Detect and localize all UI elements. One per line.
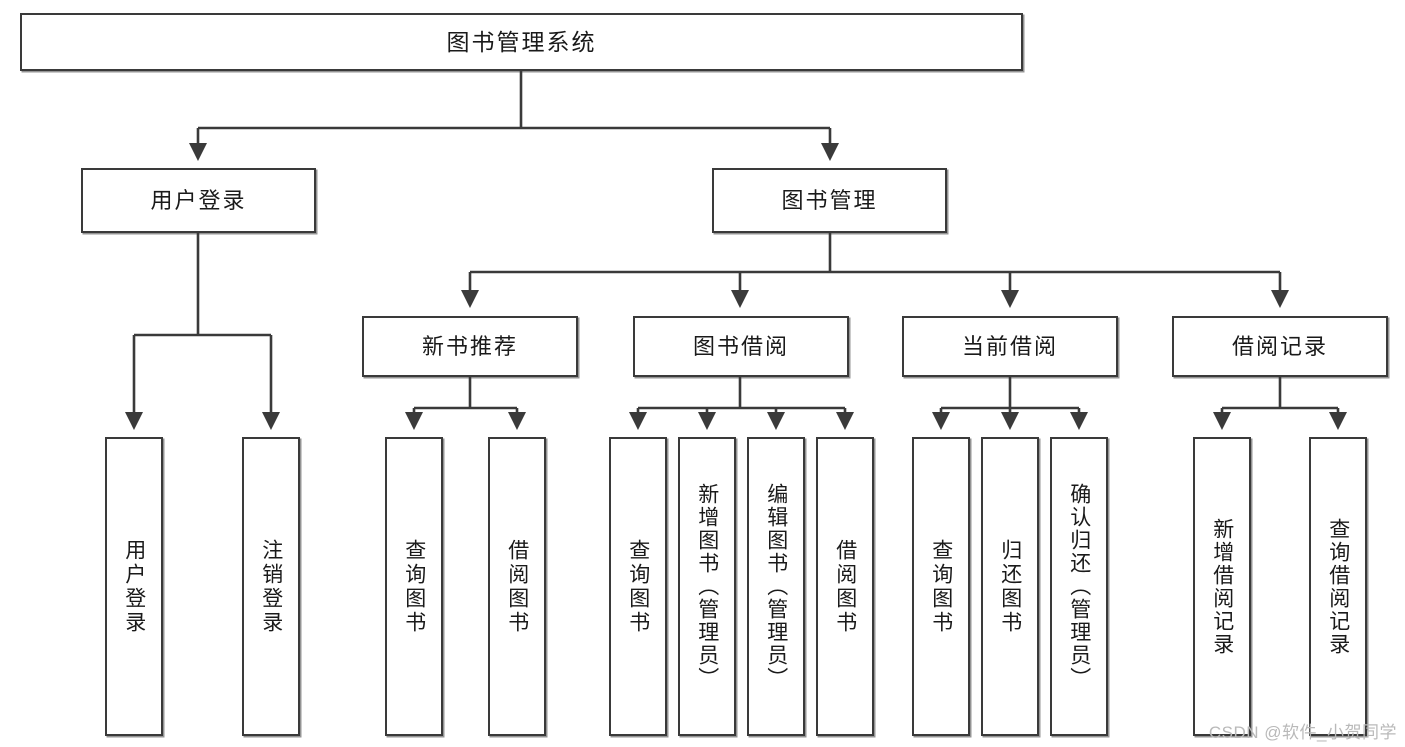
node-root-system[interactable]: 图书管理系统 bbox=[20, 13, 1023, 71]
leaf-query-book-borrow[interactable]: 查询图书 bbox=[609, 437, 667, 736]
node-label: 归还图书 bbox=[998, 538, 1022, 635]
node-label: 新书推荐 bbox=[421, 333, 518, 359]
node-label: 编辑图书（管理员） bbox=[764, 483, 788, 690]
leaf-query-book-new[interactable]: 查询图书 bbox=[385, 437, 443, 736]
node-label: 借阅图书 bbox=[833, 538, 857, 635]
node-label: 确认归还（管理员） bbox=[1067, 483, 1091, 690]
node-label: 查询图书 bbox=[402, 538, 426, 635]
node-label: 查询图书 bbox=[626, 538, 650, 635]
csdn-watermark: CSDN @软件_小贺同学 bbox=[1208, 723, 1397, 742]
node-book-borrow[interactable]: 图书借阅 bbox=[633, 316, 849, 377]
node-label: 用户登录 bbox=[122, 538, 146, 635]
node-label: 图书借阅 bbox=[692, 333, 789, 359]
leaf-logout[interactable]: 注销登录 bbox=[242, 437, 300, 736]
node-label: 借阅记录 bbox=[1231, 333, 1328, 359]
node-label: 借阅图书 bbox=[505, 538, 529, 635]
node-label: 用户登录 bbox=[150, 187, 247, 213]
leaf-add-borrow-record[interactable]: 新增借阅记录 bbox=[1193, 437, 1251, 736]
node-label: 查询图书 bbox=[929, 538, 953, 635]
leaf-return-book[interactable]: 归还图书 bbox=[981, 437, 1039, 736]
node-label: 图书管理 bbox=[781, 187, 878, 213]
node-label: 新增借阅记录 bbox=[1210, 517, 1234, 656]
node-book-management[interactable]: 图书管理 bbox=[712, 168, 947, 233]
leaf-user-login[interactable]: 用户登录 bbox=[105, 437, 163, 736]
node-current-borrow[interactable]: 当前借阅 bbox=[902, 316, 1118, 377]
leaf-edit-book-admin[interactable]: 编辑图书（管理员） bbox=[747, 437, 805, 736]
node-borrow-record[interactable]: 借阅记录 bbox=[1172, 316, 1388, 377]
node-label: 当前借阅 bbox=[961, 333, 1058, 359]
node-label: 查询借阅记录 bbox=[1326, 517, 1350, 656]
node-label: 图书管理系统 bbox=[446, 28, 597, 55]
node-label: 注销登录 bbox=[259, 538, 283, 635]
leaf-query-borrow-record[interactable]: 查询借阅记录 bbox=[1309, 437, 1367, 736]
leaf-query-book-current[interactable]: 查询图书 bbox=[912, 437, 970, 736]
leaf-borrow-book-new[interactable]: 借阅图书 bbox=[488, 437, 546, 736]
leaf-confirm-return-admin[interactable]: 确认归还（管理员） bbox=[1050, 437, 1108, 736]
leaf-add-book-admin[interactable]: 新增图书（管理员） bbox=[678, 437, 736, 736]
node-user-login[interactable]: 用户登录 bbox=[81, 168, 316, 233]
node-label: 新增图书（管理员） bbox=[695, 483, 719, 690]
node-new-book-recommend[interactable]: 新书推荐 bbox=[362, 316, 578, 377]
leaf-borrow-book[interactable]: 借阅图书 bbox=[816, 437, 874, 736]
